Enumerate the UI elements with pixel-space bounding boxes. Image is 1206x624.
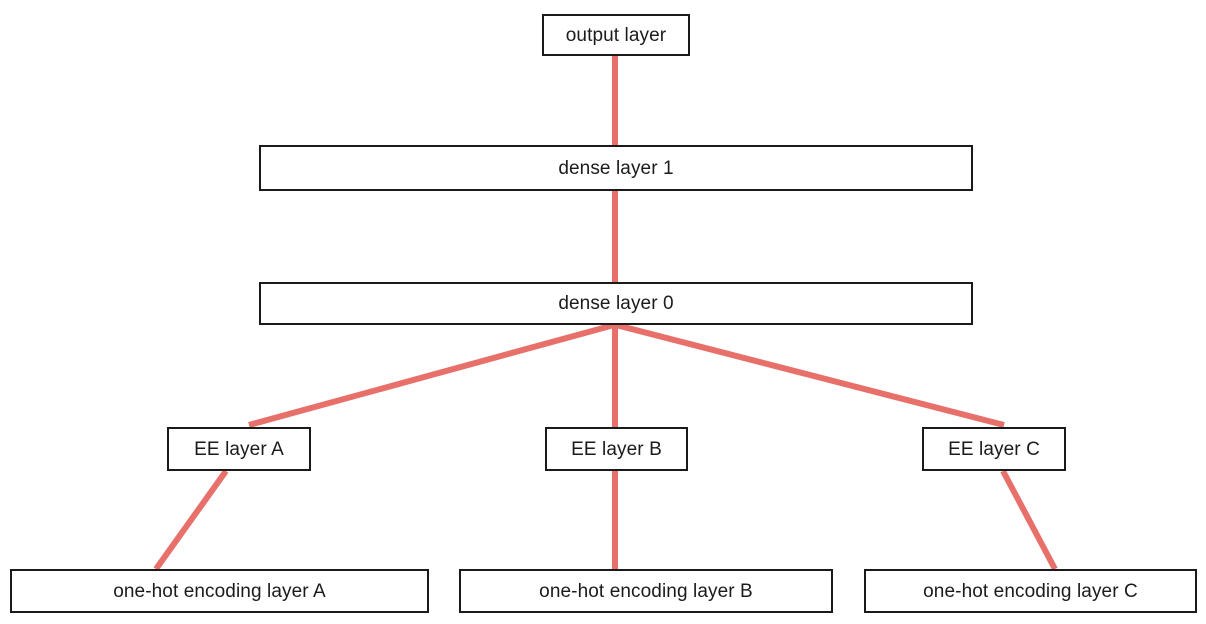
node-label-onehot-layer-b: one-hot encoding layer B	[539, 580, 753, 602]
node-label-onehot-layer-c: one-hot encoding layer C	[923, 580, 1138, 602]
node-onehot-layer-c[interactable]: one-hot encoding layer C	[864, 569, 1197, 613]
node-onehot-layer-b[interactable]: one-hot encoding layer B	[459, 569, 833, 613]
edge-oha-eea	[153, 469, 229, 571]
node-ee-layer-b[interactable]: EE layer B	[545, 427, 688, 471]
node-dense-layer-0[interactable]: dense layer 0	[259, 282, 973, 325]
node-dense-layer-1[interactable]: dense layer 1	[259, 145, 973, 191]
node-label-ee-layer-c: EE layer C	[948, 438, 1040, 460]
node-label-ee-layer-b: EE layer B	[571, 438, 662, 460]
node-ee-layer-a[interactable]: EE layer A	[167, 427, 311, 471]
node-ee-layer-c[interactable]: EE layer C	[922, 427, 1066, 471]
node-output-layer[interactable]: output layer	[542, 14, 690, 56]
node-label-output-layer: output layer	[565, 24, 667, 46]
edge-eea-dense0	[248, 322, 615, 428]
node-label-dense-layer-0: dense layer 0	[558, 293, 674, 314]
node-label-onehot-layer-a: one-hot encoding layer A	[113, 580, 326, 602]
edge-ohc-eec	[1000, 469, 1058, 571]
edge-eec-dense0	[615, 322, 1005, 428]
node-label-dense-layer-1: dense layer 1	[558, 157, 674, 179]
node-label-ee-layer-a: EE layer A	[194, 438, 284, 460]
node-onehot-layer-a[interactable]: one-hot encoding layer A	[10, 569, 429, 613]
